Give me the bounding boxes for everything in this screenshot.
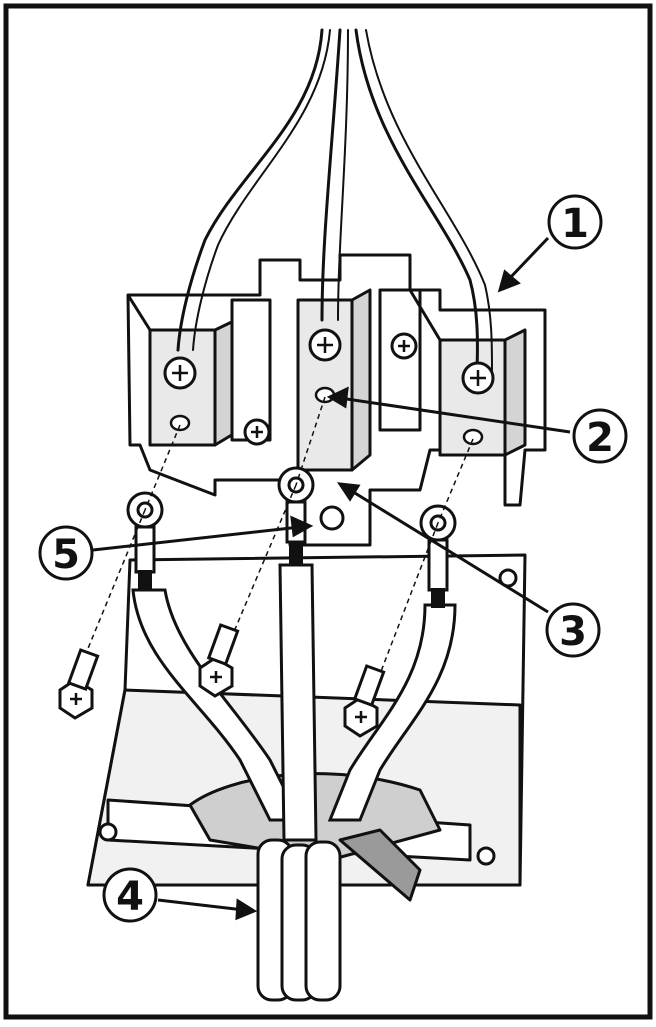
supply-wires bbox=[176, 28, 493, 372]
callout-1: 1 bbox=[547, 194, 603, 250]
callout-5-label: 5 bbox=[52, 532, 80, 578]
terminal-screws bbox=[163, 328, 495, 531]
callout-4-label: 4 bbox=[116, 874, 144, 920]
callout-2: 2 bbox=[572, 408, 628, 464]
callout-4: 4 bbox=[102, 867, 158, 923]
power-cord bbox=[256, 838, 342, 1002]
wire-center bbox=[278, 563, 318, 842]
screw-holes bbox=[169, 386, 484, 446]
wire-right bbox=[327, 603, 457, 822]
leader-lines bbox=[92, 236, 571, 921]
callout-2-label: 2 bbox=[586, 415, 614, 461]
loose-screw-marks bbox=[70, 671, 367, 723]
callout-3-label: 3 bbox=[559, 609, 587, 655]
crimp-bands bbox=[138, 542, 445, 608]
callout-1-label: 1 bbox=[561, 201, 589, 247]
callout-5: 5 bbox=[38, 525, 94, 581]
screw-cross-marks bbox=[172, 337, 486, 438]
callout-3: 3 bbox=[545, 602, 601, 658]
